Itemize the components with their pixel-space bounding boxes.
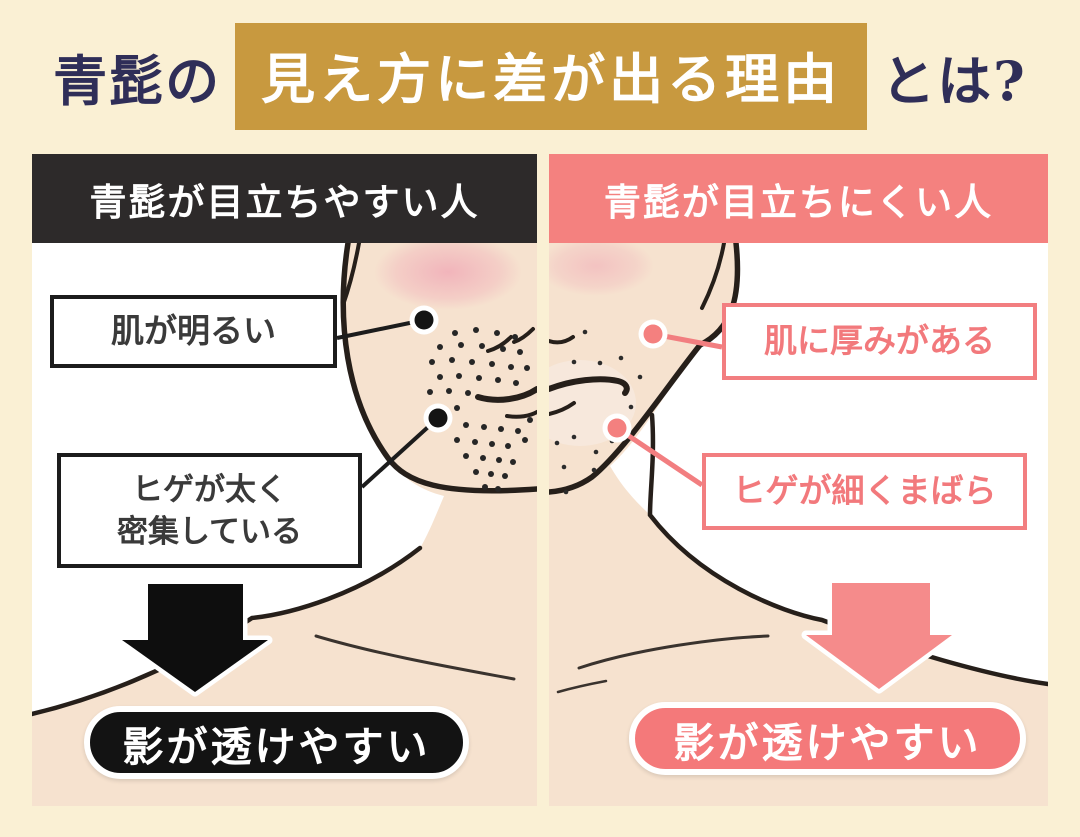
- skin-shape: [549, 243, 1048, 806]
- collarbone-line-small: [556, 679, 608, 694]
- label-box-thick-skin: 肌に厚みがある: [722, 303, 1037, 380]
- neck-shoulder-line: [647, 412, 1048, 687]
- nose-line: [486, 327, 535, 353]
- down-arrow-icon: [117, 579, 273, 697]
- label-text: 肌に厚みがある: [764, 322, 995, 360]
- collarbone-line: [577, 634, 770, 670]
- title-highlight: 見え方に差が出る理由: [235, 22, 868, 130]
- label-text: ヒゲが細くまばら: [732, 472, 997, 510]
- callout-connectors-right: [602, 319, 723, 488]
- neck-shoulder-line: [32, 545, 423, 717]
- callout-dot: [428, 408, 448, 428]
- stubble-dots-sparse: [554, 329, 643, 495]
- title-prefix: 青髭の: [53, 48, 222, 113]
- panel-body-less-noticeable: 肌に厚みがある ヒゲが細くまばら 影が透けやすい: [549, 243, 1048, 806]
- nose-line: [549, 335, 575, 345]
- cheek-blush: [374, 243, 522, 310]
- mouth-line: [475, 386, 537, 403]
- panel-header-less-noticeable: 青髭が目立ちにくい人: [549, 154, 1048, 243]
- title-suffix: とは?: [881, 48, 1027, 113]
- label-text-line2: 密集している: [116, 513, 303, 549]
- cheek-blush: [549, 243, 654, 296]
- label-box-bright-skin: 肌が明るい: [50, 295, 337, 368]
- callout-dot: [414, 310, 434, 330]
- conclusion-pill-less-noticeable: 影が透けやすい: [629, 702, 1026, 775]
- callout-connectors-left: [336, 305, 453, 489]
- label-box-thick-beard: ヒゲが太く 密集している: [57, 453, 362, 568]
- callout-dot: [643, 324, 663, 344]
- panel-body-noticeable: 肌が明るい ヒゲが太く 密集している 影が透けやすい: [32, 243, 537, 806]
- lower-lip-line: [505, 410, 537, 419]
- sideburn-line: [341, 243, 361, 307]
- collarbone-line: [314, 634, 516, 681]
- panel-header-noticeable: 青髭が目立ちやすい人: [32, 154, 537, 243]
- down-arrow-icon: [801, 578, 957, 694]
- sideburn-line: [700, 243, 726, 310]
- lower-lip-line: [549, 401, 576, 416]
- panel-beard-noticeable: 青髭が目立ちやすい人: [32, 154, 537, 806]
- label-box-thin-beard: ヒゲが細くまばら: [702, 453, 1027, 530]
- jaw-line: [340, 243, 537, 494]
- conclusion-text: 影が透けやすい: [122, 723, 431, 770]
- page-title: 青髭の 見え方に差が出る理由 とは?: [0, 22, 1080, 130]
- panel-beard-less-noticeable: 青髭が目立ちにくい人: [549, 154, 1048, 806]
- face-illustration-right: [549, 243, 1048, 806]
- mouth-line: [549, 376, 630, 396]
- conclusion-text: 影が透けやすい: [673, 719, 982, 766]
- label-text: 肌が明るい: [111, 312, 276, 350]
- label-text-line1: ヒゲが太く: [132, 471, 287, 507]
- callout-dot: [607, 418, 627, 438]
- skin-shape: [32, 243, 537, 806]
- stubble-dots-dense: [427, 327, 533, 492]
- face-illustration-left: [32, 243, 537, 806]
- conclusion-pill-noticeable: 影が透けやすい: [84, 706, 469, 779]
